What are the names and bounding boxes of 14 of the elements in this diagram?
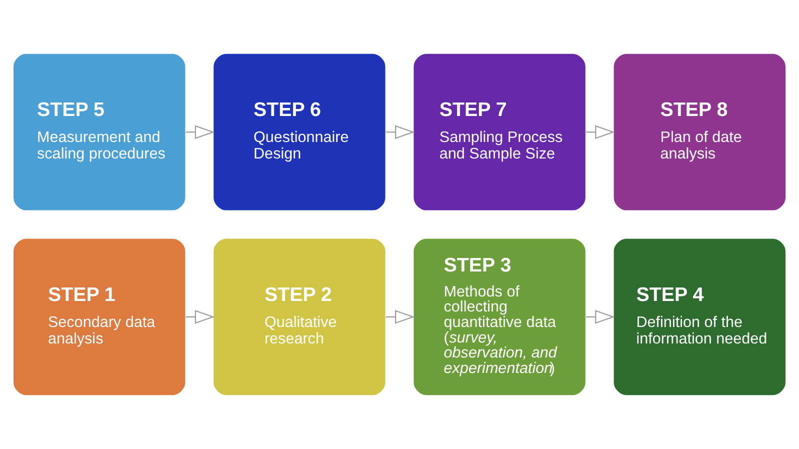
node-box: STEP 8 Plan of date analysis — [612, 52, 787, 212]
node-box: STEP 3 Methods of collecting quantitative data (survey, observation, and experimentation) — [412, 238, 586, 396]
arrow — [186, 125, 215, 139]
node-box: STEP 5 Measurement and scaling procedures — [12, 52, 186, 212]
arrow — [386, 310, 415, 324]
node-box: STEP 1 Secondary data analysis — [12, 238, 186, 396]
node-box: STEP 4 Definition of the information needed — [612, 238, 787, 396]
node-box: STEP 2 Qualitative research — [212, 238, 386, 396]
arrow — [586, 310, 615, 324]
arrow — [186, 310, 215, 324]
arrow — [386, 125, 415, 139]
node-box: STEP 6 Questionnaire Design — [212, 52, 386, 212]
arrow — [586, 125, 615, 139]
node-box: STEP 7 Sampling Process and Sample Size — [412, 52, 586, 212]
